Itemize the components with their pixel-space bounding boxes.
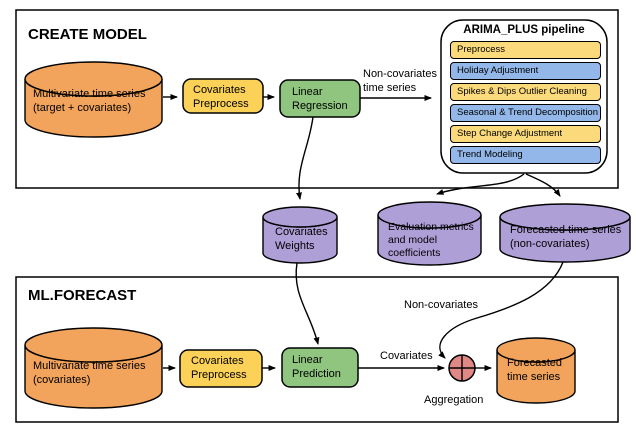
evaluation-metrics-label: Evaluation metrics and model coefficient… xyxy=(388,221,474,259)
covariates-flow-label: Covariates xyxy=(380,350,433,362)
plus-icon xyxy=(449,355,475,381)
forecasted-noncovariates-cylinder xyxy=(499,203,631,263)
noncovariates-ts-label: Non-covariates time series xyxy=(363,68,437,94)
arrow-noncov-to-aggregation xyxy=(438,261,564,359)
flow-arrows xyxy=(163,94,564,371)
forecasted-time-series-cylinder xyxy=(496,337,576,404)
covariates-preprocess2-label: Covariates Preprocess xyxy=(191,355,247,381)
aggregation-circle xyxy=(448,354,476,382)
arrow-pipeline-to-evaluation xyxy=(436,173,525,195)
covariates-preprocess2-box xyxy=(179,349,263,388)
create-model-title: CREATE MODEL xyxy=(28,26,147,43)
evaluation-metrics-cylinder xyxy=(377,201,482,266)
pipeline-step-seasonal-trend: Seasonal & Trend Decomposition xyxy=(450,104,601,122)
pipeline-step-holiday-adjustment: Holiday Adjustment xyxy=(450,62,601,80)
covariates-preprocess-box xyxy=(182,78,264,114)
cylinders xyxy=(24,61,631,409)
aggregation-label: Aggregation xyxy=(424,394,484,406)
process-boxes xyxy=(179,78,361,388)
pipeline-step-spikes-dips: Spikes & Dips Outlier Cleaning xyxy=(450,83,601,101)
arrow-pipeline-to-forecast-noncov xyxy=(525,173,561,197)
linear-prediction-label: Linear Prediction xyxy=(292,354,341,380)
covariates-preprocess-label: Covariates Preprocess xyxy=(193,84,249,110)
covariates-weights-label: Covariates Weights xyxy=(275,226,328,252)
multivariate-target-label: Multivariate time series (target + covar… xyxy=(33,88,146,114)
arrow-weights-to-prediction xyxy=(295,262,320,345)
forecasted-time-series-label: Forecasted time series xyxy=(507,357,563,383)
multivariate-covariates-cylinder xyxy=(24,327,163,409)
ml-forecast-section-frame xyxy=(15,276,619,423)
arrow-regression-to-weights xyxy=(296,116,314,200)
linear-regression-label: Linear Regression xyxy=(292,86,348,112)
pipeline-step-preprocess: Preprocess xyxy=(450,41,601,59)
linear-prediction-box xyxy=(281,347,359,388)
forecasted-noncovariates-label: Forecasted time series (non-covariates) xyxy=(510,224,622,250)
ml-forecast-title: ML.FORECAST xyxy=(28,287,137,304)
multivariate-covariates-label: Multivariate time series (covariates) xyxy=(33,360,146,386)
pipeline-step-step-change: Step Change Adjustment xyxy=(450,125,601,143)
covariates-weights-cylinder xyxy=(262,206,338,264)
multivariate-target-cylinder xyxy=(24,61,163,138)
pipeline-step-trend-modeling: Trend Modeling xyxy=(450,146,601,164)
noncovariates-flow-label: Non-covariates xyxy=(404,299,478,311)
create-model-section-frame xyxy=(15,9,619,189)
pipeline-title: ARIMA_PLUS pipeline xyxy=(463,24,585,36)
linear-regression-box xyxy=(279,79,361,118)
